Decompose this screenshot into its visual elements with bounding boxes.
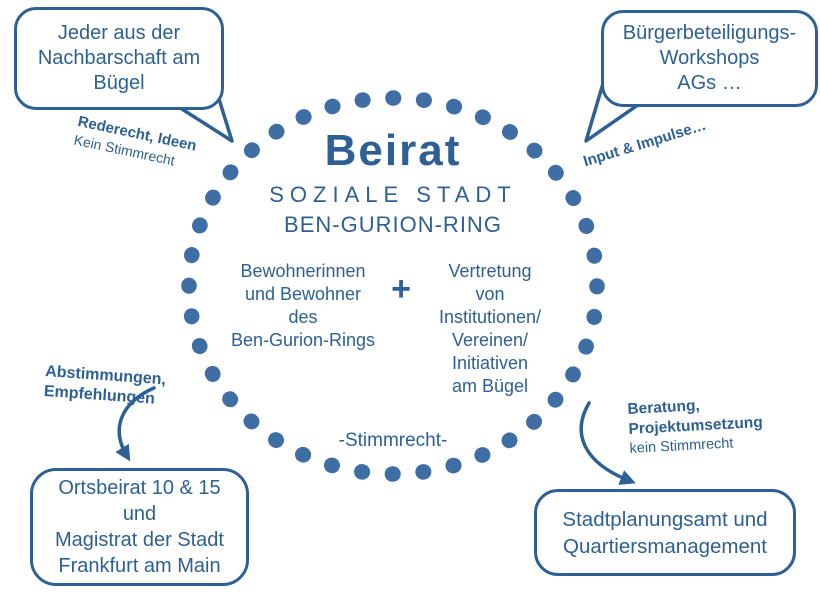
annotation-abstimmungen: Abstimmungen, Empfehlungen [43,362,166,410]
callout-ortsbeirat: Ortsbeirat 10 & 15 und Magistrat der Sta… [30,468,249,586]
callout-stadtplanungsamt: Stadtplanungsamt und Quartiersmanagement [534,489,796,576]
members-institutions-text: Vertretung von Institutionen/ Vereinen/ … [438,261,542,396]
circle-title: Beirat [324,126,462,175]
annotation-beratung-bold: Beratung, Projektumsetzung [627,397,764,438]
plus-sign: + [391,270,411,308]
arrow-to-stadtplanungsamt [579,401,636,485]
voting-right-label: -Stimmrecht- [338,430,448,451]
callout-buergerbeteiligung: Bürgerbeteiligungs- Workshops AGs … [601,10,818,107]
callout-ortsbeirat-text: Ortsbeirat 10 & 15 und Magistrat der Sta… [55,477,224,577]
annotation-abstimmungen-bold: Abstimmungen, Empfehlungen [43,362,167,408]
callout-nachbarschaft: Jeder aus der Nachbarschaft am Bügel [14,7,224,110]
callout-buergerbeteiligung-text: Bürgerbeteiligungs- Workshops AGs … [622,22,797,94]
circle-title-group: Beirat SOZIALE STADT BEN-GURION-RING [183,126,603,238]
callout-stadtplanungsamt-text: Stadtplanungsamt und Quartiersmanagement [562,507,768,558]
members-residents-text: Bewohnerinnen und Bewohner des Ben-Gurio… [230,261,376,350]
annotation-beratung: Beratung, Projektumsetzung kein Stimmrec… [627,393,764,459]
circle-subtitle-ben-gurion-ring: BEN-GURION-RING [284,212,502,237]
dotted-circle [181,90,605,482]
arrow-to-ortsbeirat [115,386,156,462]
callout-nachbarschaft-text: Jeder aus der Nachbarschaft am Bügel [37,22,201,94]
circle-subtitle-soziale-stadt: SOZIALE STADT [269,182,517,207]
